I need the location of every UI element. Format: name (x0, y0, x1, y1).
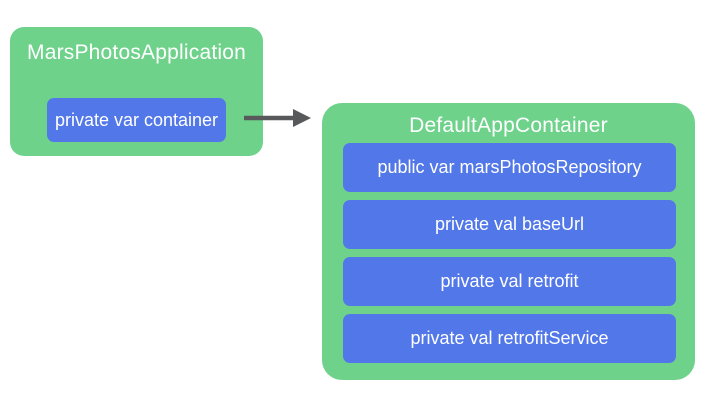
left-box-title: MarsPhotosApplication (27, 41, 246, 64)
base-url-property-chip: private val baseUrl (343, 200, 676, 249)
container-property-chip: private var container (47, 98, 226, 142)
default-app-container-box: DefaultAppContainer public var marsPhoto… (322, 103, 695, 380)
retrofit-service-property-chip: private val retrofitService (343, 314, 676, 363)
retrofit-property-chip: private val retrofit (343, 257, 676, 306)
right-box-title: DefaultAppContainer (409, 114, 608, 137)
mars-photos-application-box: MarsPhotosApplication private var contai… (10, 27, 263, 156)
arrow-right-icon (242, 104, 322, 132)
mars-photos-repository-property-chip: public var marsPhotosRepository (343, 143, 676, 192)
